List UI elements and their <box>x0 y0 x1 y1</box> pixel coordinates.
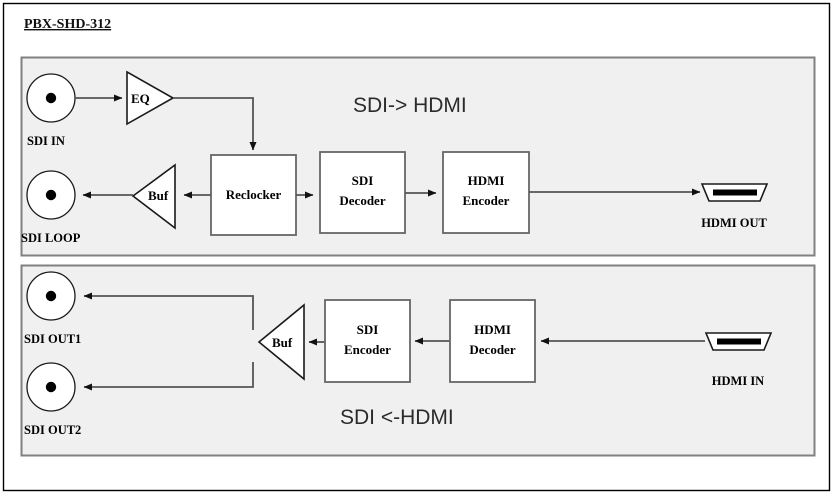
flow-label-sdi-from-hdmi: SDI <-HDMI <box>340 406 454 429</box>
block-label-sdi-decoder-line1: SDI <box>352 173 374 188</box>
bnc-pin-icon <box>45 92 57 104</box>
block-label-reclocker: Reclocker <box>226 187 282 202</box>
flow-label-sdi-to-hdmi: SDI-> HDMI <box>353 94 467 117</box>
page-title: PBX-SHD-312 <box>24 17 111 32</box>
block-label-hdmi-encoder-line2: Encoder <box>463 193 510 208</box>
reclocker-box-shape <box>210 154 297 236</box>
block-label-sdi-encoder-line1: SDI <box>357 322 379 337</box>
block-sdi-encoder[interactable]: SDI Encoder <box>324 299 411 383</box>
block-hdmi-decoder[interactable]: HDMI Decoder <box>449 299 536 383</box>
block-label-eq: EQ <box>131 91 150 106</box>
wire-eq-reclocker <box>173 97 257 151</box>
port-label-sdi-out1: SDI OUT1 <box>24 332 81 346</box>
block-buf-out[interactable]: Buf <box>257 303 305 381</box>
hdmi-decoder-box-shape <box>449 299 536 383</box>
block-eq[interactable]: EQ <box>126 70 175 126</box>
port-hdmi-in[interactable]: HDMI IN <box>704 332 773 388</box>
block-reclocker[interactable]: Reclocker <box>210 154 297 236</box>
bnc-pin-icon <box>45 290 57 302</box>
panel-sdi-to-hdmi: SDI-> HDMI SDI IN EQ Reclocker <box>20 56 816 257</box>
wire-buf-sdiout1 <box>83 292 254 330</box>
eq-triangle-shape <box>126 70 175 126</box>
block-sdi-decoder[interactable]: SDI Decoder <box>319 151 406 234</box>
port-sdi-out2[interactable]: SDI OUT2 <box>24 362 81 437</box>
port-sdi-loop[interactable]: SDI LOOP <box>21 170 81 245</box>
port-label-sdi-out2: SDI OUT2 <box>24 423 81 437</box>
port-label-hdmi-in: HDMI IN <box>712 374 764 388</box>
panel-background <box>20 264 816 457</box>
buf-triangle-shape <box>131 163 176 230</box>
hdmi-connector-bar-icon <box>713 189 757 196</box>
block-buf-loop[interactable]: Buf <box>131 163 176 230</box>
block-label-buf-loop: Buf <box>148 188 169 203</box>
buf-triangle-shape <box>257 303 305 381</box>
block-label-hdmi-decoder-line2: Decoder <box>469 342 515 357</box>
port-label-sdi-loop: SDI LOOP <box>21 231 81 245</box>
block-label-sdi-decoder-line2: Decoder <box>339 193 385 208</box>
bnc-pin-icon <box>45 381 57 393</box>
block-label-sdi-encoder-line2: Encoder <box>344 342 391 357</box>
block-label-hdmi-decoder-line1: HDMI <box>474 322 511 337</box>
block-label-buf-out: Buf <box>272 335 293 350</box>
sdi-decoder-box-shape <box>319 151 406 234</box>
port-sdi-in[interactable]: SDI IN <box>26 73 76 148</box>
panel-sdi-from-hdmi: SDI <-HDMI SDI OUT1 SDI OUT2 Buf <box>20 264 816 457</box>
sdi-encoder-box-shape <box>324 299 411 383</box>
hdmi-connector-bar-icon <box>717 338 761 345</box>
port-label-sdi-in: SDI IN <box>27 134 65 148</box>
block-label-hdmi-encoder-line1: HDMI <box>468 173 505 188</box>
port-hdmi-out[interactable]: HDMI OUT <box>700 183 769 230</box>
port-label-hdmi-out: HDMI OUT <box>701 216 767 230</box>
block-hdmi-encoder[interactable]: HDMI Encoder <box>442 151 530 234</box>
bnc-pin-icon <box>45 189 57 201</box>
port-sdi-out1[interactable]: SDI OUT1 <box>24 271 81 346</box>
wire-buf-sdiout2 <box>83 362 254 391</box>
